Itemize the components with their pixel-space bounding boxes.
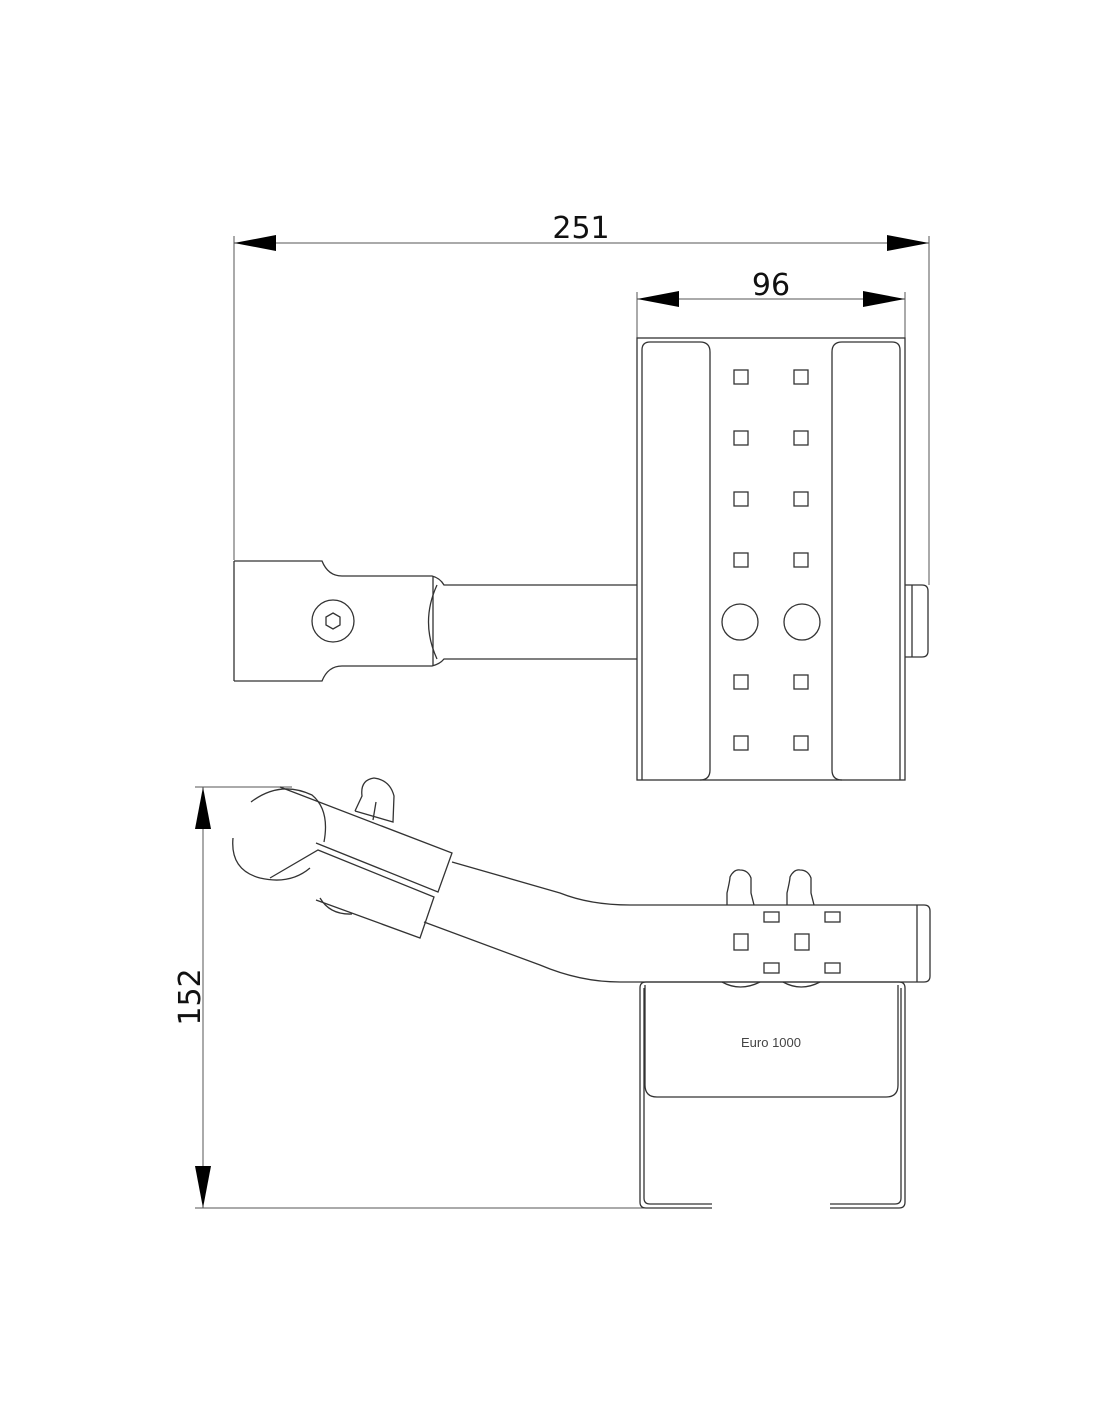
dimension-label-251: 251 [552, 211, 609, 246]
square-holes [733, 369, 809, 751]
dimension-label-152: 152 [173, 968, 208, 1025]
dimension-overall-width: 251 [233, 211, 930, 585]
side-view: Euro 1000 [232, 777, 931, 1209]
dimension-height: 152 [173, 786, 712, 1209]
top-view [233, 337, 929, 781]
product-label: Euro 1000 [741, 1035, 801, 1050]
dimension-label-96: 96 [752, 268, 790, 303]
dimension-plate-width: 96 [636, 268, 906, 338]
bolt-head-icon [311, 599, 355, 643]
